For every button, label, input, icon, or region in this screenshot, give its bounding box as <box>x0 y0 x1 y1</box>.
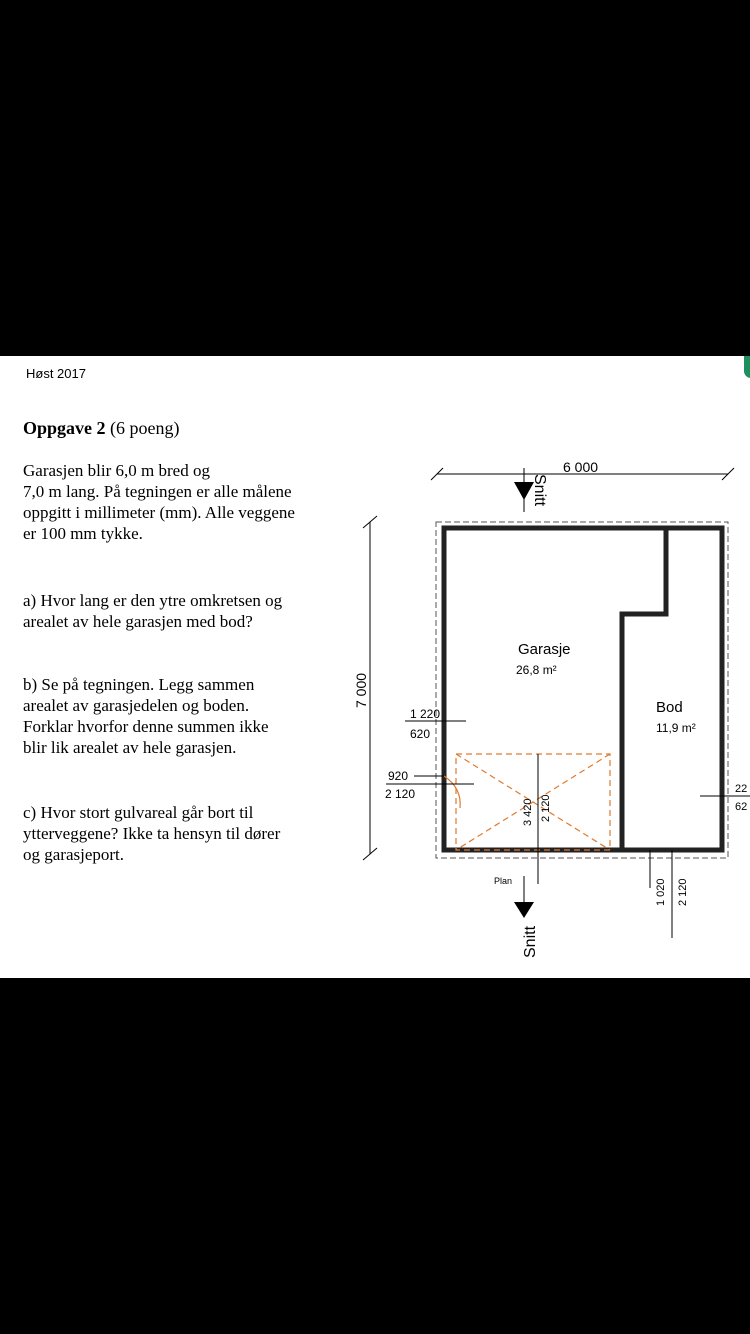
task-title: Oppgave 2 (6 poeng) <box>23 418 180 439</box>
right-dim-top: 22 <box>735 783 747 795</box>
section-label-top: Snitt <box>531 474 548 507</box>
right-dim-bottom: 62 <box>735 801 747 813</box>
door-left-bottom: 2 120 <box>385 787 415 801</box>
page-header: Høst 2017 <box>26 366 86 381</box>
length-tick-bottom <box>362 847 378 861</box>
length-tick-top <box>362 515 378 529</box>
scroll-indicator <box>744 356 750 378</box>
width-tick-right <box>721 467 735 481</box>
task-intro: Garasjen blir 6,0 m bred og 7,0 m lang. … <box>23 461 295 543</box>
document-page: Høst 2017 Oppgave 2 (6 poeng) Garasjen b… <box>0 356 750 978</box>
storage-interior-wall <box>619 528 669 850</box>
window-left-top: 1 220 <box>410 707 440 721</box>
bod-door-b: 2 120 <box>677 878 689 906</box>
plan-label: Plan <box>494 876 512 886</box>
garage-floor-plan: Snitt 6 000 7 000 Garasje 26,8 m² Bod 11… <box>353 459 750 958</box>
question-c: c) Hvor stort gulvareal går bort til ytt… <box>23 803 281 864</box>
width-dimension-label: 6 000 <box>563 459 598 475</box>
door-left-top: 920 <box>388 769 408 783</box>
window-left-bottom: 620 <box>410 727 430 741</box>
outline-dashed <box>435 521 729 859</box>
question-b: b) Se på tegningen. Legg sammen arealet … <box>23 675 269 757</box>
garage-door-diag-2 <box>455 753 611 851</box>
garage-label: Garasje <box>518 641 571 658</box>
section-arrow-bottom <box>514 902 534 918</box>
gate-dim-b: 2 120 <box>540 794 552 822</box>
task-number: Oppgave 2 <box>23 418 106 438</box>
gate-dim-a: 3 420 <box>522 798 534 826</box>
section-label-bottom: Snitt <box>522 925 539 958</box>
garage-door-swing <box>455 753 611 851</box>
storage-label: Bod <box>656 699 683 716</box>
task-points: (6 poeng) <box>110 418 180 438</box>
length-dimension-label: 7 000 <box>353 673 369 708</box>
exterior-wall <box>441 525 725 853</box>
garage-area: 26,8 m² <box>516 663 557 677</box>
side-door-swing <box>443 775 461 809</box>
question-a: a) Hvor lang er den ytre omkretsen og ar… <box>23 591 283 631</box>
width-tick-left <box>430 467 444 481</box>
storage-area: 11,9 m² <box>656 721 696 735</box>
bod-door-a: 1 020 <box>655 878 667 906</box>
